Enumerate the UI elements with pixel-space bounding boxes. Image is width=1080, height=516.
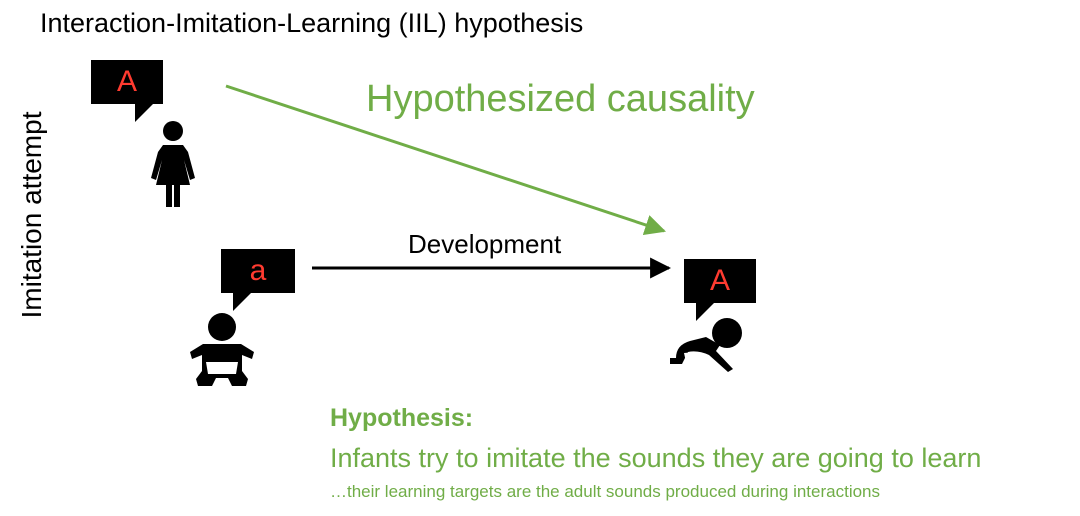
infant-speech-bubble: a [221,249,295,311]
causality-arrow [225,84,666,236]
hypothesis-heading: Hypothesis: [330,404,474,432]
adult-woman-icon [151,121,195,207]
hypothesis-note: …their learning targets are the adult so… [330,482,881,501]
causality-label: Hypothesized causality [366,78,755,120]
crawler-speech-bubble: A [684,259,756,321]
adult-speech-bubble: A [91,60,163,122]
seated-baby-icon [190,313,254,386]
hypothesis-text: Infants try to imitate the sounds they a… [330,443,982,473]
development-label: Development [408,229,562,259]
diagram-title: Interaction-Imitation-Learning (IIL) hyp… [40,8,584,38]
crawling-baby-icon [670,318,742,372]
